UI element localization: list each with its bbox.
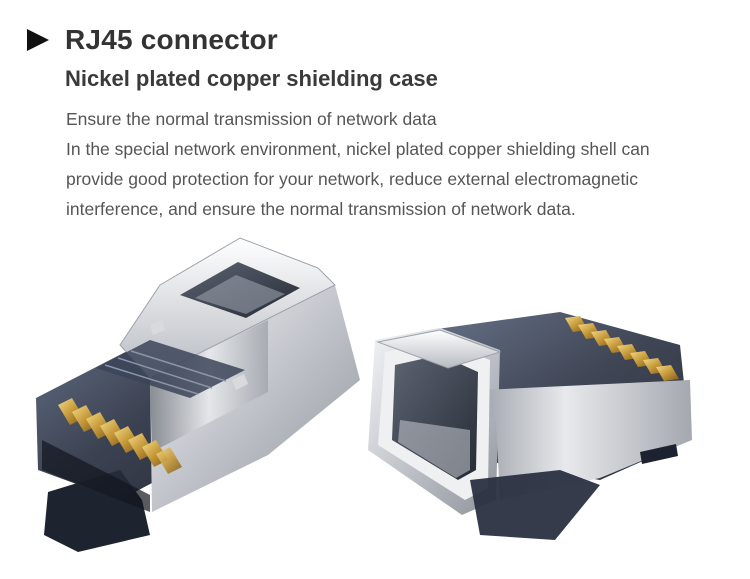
description-line: provide good protection for your network… — [66, 169, 638, 189]
right-connector — [368, 312, 692, 540]
description-line: interference, and ensure the normal tran… — [66, 199, 576, 219]
right-gold-contacts — [565, 316, 679, 381]
right-shield-side — [440, 380, 692, 500]
play-triangle-icon — [27, 29, 49, 51]
left-gold-contacts — [58, 398, 182, 474]
product-photo — [36, 237, 692, 552]
left-connector — [36, 237, 360, 552]
section-heading: RJ45 connector — [27, 22, 278, 58]
description-line: In the special network environment, nick… — [66, 139, 650, 159]
section-subtitle: Nickel plated copper shielding case — [65, 66, 438, 91]
description-line: Ensure the normal transmission of networ… — [66, 109, 437, 129]
description-paragraph: Ensure the normal transmission of networ… — [66, 104, 746, 224]
page-title: RJ45 connector — [65, 24, 278, 55]
right-latch — [470, 470, 600, 540]
